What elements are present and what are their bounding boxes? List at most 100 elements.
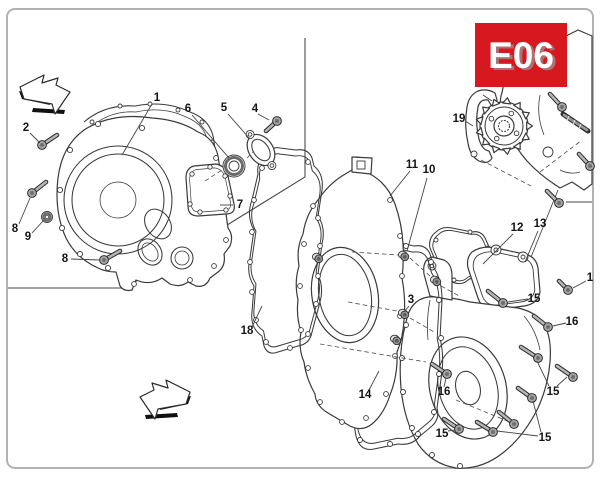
- callout-number: 7: [237, 199, 243, 211]
- clutch-cover: [56, 115, 233, 292]
- callout-leader: [536, 360, 550, 387]
- badge-text: E06: [488, 35, 554, 76]
- oil-seal-6: [222, 154, 246, 178]
- bolt-icon: [263, 116, 282, 134]
- axis-dash-line: [409, 317, 437, 334]
- callout-number: 16: [438, 386, 451, 398]
- callout-leader: [572, 280, 587, 289]
- callout-leader: [447, 429, 456, 432]
- axis-dash-line: [480, 159, 532, 187]
- gasket-18: [247, 147, 324, 354]
- callout-number: 1: [587, 272, 594, 284]
- callout-leader: [257, 113, 270, 121]
- stud-bolt: [560, 111, 591, 134]
- callout-number: 2: [23, 122, 29, 134]
- callout-number: 19: [453, 113, 466, 125]
- callout-leader: [251, 305, 263, 328]
- callout-leader: [121, 103, 153, 156]
- callout-number: 8: [62, 253, 69, 265]
- sprocket-tooth: [513, 101, 521, 111]
- bolt-icon: [99, 248, 123, 265]
- callout-leader: [31, 219, 45, 234]
- callout-number: 9: [25, 231, 31, 243]
- bolt-icon: [441, 416, 464, 434]
- callout-leader: [482, 233, 514, 265]
- bolt-icon: [518, 344, 543, 363]
- sprocket-tooth: [521, 132, 530, 141]
- page-code-badge: E06 E06: [475, 23, 567, 87]
- bolt-icon: [544, 188, 564, 208]
- sprocket-tooth: [502, 147, 512, 155]
- callout-leader: [496, 430, 539, 437]
- prev-page-arrow[interactable]: [19, 74, 71, 115]
- bolt-icon: [554, 363, 578, 382]
- bolt-icon: [496, 409, 519, 429]
- dowel-bushing: [311, 252, 324, 264]
- callout-leader: [406, 177, 428, 252]
- sprocket-tooth: [526, 121, 534, 131]
- callout-leader: [403, 305, 410, 313]
- callout-leaders: [18, 103, 587, 437]
- callout-leader: [556, 376, 568, 387]
- callout-number: 11: [406, 159, 419, 171]
- callout-leader: [227, 113, 251, 140]
- bolt-icon: [556, 278, 573, 295]
- callout-number: 15: [436, 428, 449, 440]
- sprocket-tooth: [491, 98, 501, 107]
- dowel-bushing: [429, 275, 442, 287]
- cover-13: [466, 244, 541, 311]
- axis-dash-line: [347, 301, 398, 312]
- dowels-layer: [311, 250, 442, 346]
- axis-dash-line: [204, 169, 223, 182]
- bolt-icon: [27, 179, 49, 198]
- callout-leader: [70, 258, 100, 261]
- next-page-arrow[interactable]: [139, 379, 191, 420]
- dowel-bushing: [397, 250, 410, 262]
- sprocket-tooth: [475, 116, 484, 125]
- callout-number: 15: [547, 386, 560, 398]
- bolt-icon: [576, 151, 595, 171]
- callout-number: 4: [252, 103, 259, 115]
- sprocket-tooth: [502, 97, 512, 105]
- sprocket-tooth: [513, 141, 521, 151]
- axis-dash-line: [319, 343, 427, 363]
- callout-leader: [507, 298, 529, 303]
- badge-background: [475, 23, 567, 87]
- callout-number: 5: [221, 102, 228, 114]
- gasket-5: [245, 129, 277, 171]
- axis-dash-line: [246, 150, 255, 159]
- callout-number: 14: [359, 389, 372, 401]
- dowel-bushing: [389, 334, 402, 346]
- axis-dash-line: [351, 251, 399, 256]
- sprocket-tooth: [482, 106, 491, 115]
- callout-leader: [464, 120, 474, 127]
- callout-number: 15: [539, 432, 552, 444]
- callout-leader: [18, 197, 31, 225]
- inner-cover-11: [295, 156, 406, 430]
- callout-leader: [191, 114, 230, 159]
- callout-leader: [368, 370, 380, 391]
- callout-number: 1: [154, 92, 161, 104]
- callout-number: 12: [511, 222, 524, 234]
- callout-leader: [524, 230, 539, 263]
- sprocket-tooth: [491, 145, 501, 154]
- callout-number: 18: [241, 325, 254, 337]
- bolt-icon: [531, 313, 553, 332]
- axis-dash-line: [440, 285, 462, 298]
- callout-leader: [532, 400, 542, 433]
- callout-number: 16: [566, 316, 579, 328]
- axis-dash-line: [409, 257, 432, 278]
- bolt-icon: [485, 288, 508, 308]
- callout-number: 3: [408, 294, 414, 306]
- callout-leader: [29, 132, 41, 144]
- callout-number: 15: [528, 293, 541, 305]
- sprocket-tooth: [482, 137, 491, 146]
- sprocket-tooth: [521, 111, 530, 120]
- callout-leader: [552, 322, 567, 327]
- bolt-icon: [474, 419, 498, 437]
- page-border: [6, 8, 594, 469]
- badge-text-shadow: E06: [491, 37, 557, 78]
